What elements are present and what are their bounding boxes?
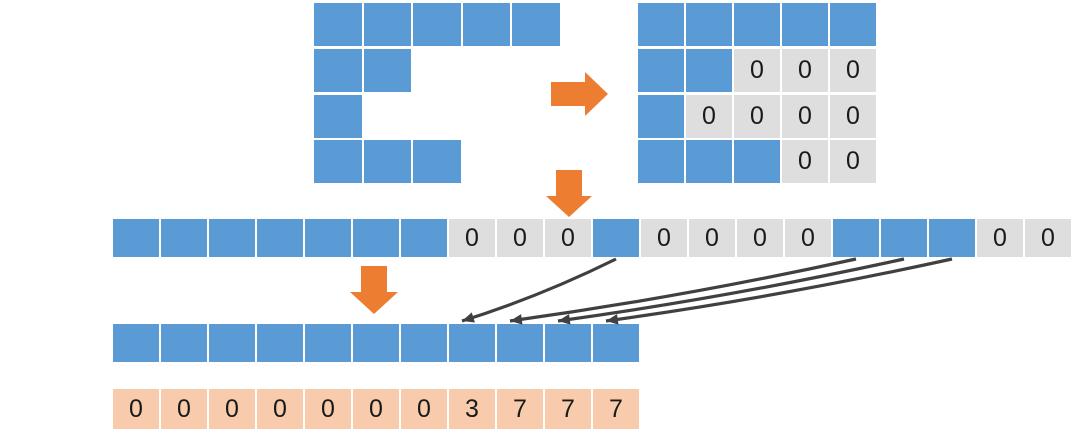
offsets-cell-10: 7 bbox=[592, 388, 640, 430]
compacted-cell-9 bbox=[544, 323, 592, 363]
offsets-cell-1: 0 bbox=[160, 388, 208, 430]
flattened-cell-3 bbox=[256, 218, 304, 258]
padded-cell-r3-c1 bbox=[685, 139, 733, 184]
down-arrow-to-flattened-row-icon bbox=[546, 170, 592, 217]
flattened-cell-8: 0 bbox=[496, 218, 544, 258]
compacted-cell-5 bbox=[352, 323, 400, 363]
flattened-cell-11: 0 bbox=[640, 218, 688, 258]
compacted-cell-3 bbox=[256, 323, 304, 363]
flattened-cell-17 bbox=[928, 218, 976, 258]
flattened-cell-16 bbox=[880, 218, 928, 258]
padded-cell-r1-c3: 0 bbox=[781, 48, 829, 93]
right-arrow-to-padded-grid-icon bbox=[551, 72, 608, 116]
offsets-cell-3: 0 bbox=[256, 388, 304, 430]
offsets-cell-0: 0 bbox=[112, 388, 160, 430]
padded-cell-r0-c1 bbox=[685, 2, 733, 47]
padded-cell-r2-c4: 0 bbox=[829, 94, 877, 139]
flattened-cell-13: 0 bbox=[736, 218, 784, 258]
flattened-cell-4 bbox=[304, 218, 352, 258]
compacted-cell-1 bbox=[160, 323, 208, 363]
flattened-cell-19: 0 bbox=[1024, 218, 1072, 258]
offsets-cell-4: 0 bbox=[304, 388, 352, 430]
connector-from-cell-16-to-compacted-9 bbox=[509, 257, 857, 323]
compacted-cell-2 bbox=[208, 323, 256, 363]
padded-cell-r1-c0 bbox=[637, 48, 685, 93]
padded-cell-r1-c2: 0 bbox=[733, 48, 781, 93]
padded-cell-r3-c2 bbox=[733, 139, 781, 184]
flattened-cell-9: 0 bbox=[544, 218, 592, 258]
offsets-cell-9: 7 bbox=[544, 388, 592, 430]
padded-cell-r0-c2 bbox=[733, 2, 781, 47]
flattened-cell-14: 0 bbox=[784, 218, 832, 258]
ragged-cell-r1-c0 bbox=[313, 48, 363, 93]
flattened-cell-10 bbox=[592, 218, 640, 258]
offsets-cell-5: 0 bbox=[352, 388, 400, 430]
padded-cell-r0-c0 bbox=[637, 2, 685, 47]
ragged-cell-r2-c0 bbox=[313, 94, 363, 139]
offsets-cell-2: 0 bbox=[208, 388, 256, 430]
padded-cell-r3-c4: 0 bbox=[829, 139, 877, 184]
compacted-cell-10 bbox=[592, 323, 640, 363]
padded-cell-r3-c3: 0 bbox=[781, 139, 829, 184]
flattened-cell-6 bbox=[400, 218, 448, 258]
compacted-cell-0 bbox=[112, 323, 160, 363]
padded-cell-r2-c2: 0 bbox=[733, 94, 781, 139]
connector-from-cell-11-to-compacted-8 bbox=[461, 257, 617, 323]
flattened-cell-7: 0 bbox=[448, 218, 496, 258]
flattened-cell-1 bbox=[160, 218, 208, 258]
connector-from-cell-11-to-compacted-8-head-icon bbox=[462, 312, 475, 323]
padded-cell-r0-c4 bbox=[829, 2, 877, 47]
flattened-cell-18: 0 bbox=[976, 218, 1024, 258]
flattened-cell-2 bbox=[208, 218, 256, 258]
ragged-cell-r1-c1 bbox=[362, 48, 412, 93]
offsets-cell-8: 7 bbox=[496, 388, 544, 430]
padded-cell-r1-c4: 0 bbox=[829, 48, 877, 93]
compacted-cell-7 bbox=[448, 323, 496, 363]
padded-cell-r2-c1: 0 bbox=[685, 94, 733, 139]
ragged-cell-r0-c1 bbox=[362, 2, 412, 47]
padded-cell-r1-c1 bbox=[685, 48, 733, 93]
flattened-cell-5 bbox=[352, 218, 400, 258]
ragged-cell-r0-c3 bbox=[461, 2, 511, 47]
ragged-cell-r0-c4 bbox=[511, 2, 561, 47]
compacted-cell-6 bbox=[400, 323, 448, 363]
offsets-cell-7: 3 bbox=[448, 388, 496, 430]
compacted-cell-4 bbox=[304, 323, 352, 363]
flattened-cell-12: 0 bbox=[688, 218, 736, 258]
ragged-cell-r3-c2 bbox=[412, 139, 462, 184]
ragged-cell-r0-c2 bbox=[412, 2, 462, 47]
padded-cell-r2-c0 bbox=[637, 94, 685, 139]
padded-cell-r2-c3: 0 bbox=[781, 94, 829, 139]
ragged-cell-r3-c0 bbox=[313, 139, 363, 184]
connector-from-cell-18-to-compacted-11 bbox=[605, 257, 953, 323]
ragged-cell-r3-c1 bbox=[362, 139, 412, 184]
flattened-cell-0 bbox=[112, 218, 160, 258]
ragged-cell-r0-c0 bbox=[313, 2, 363, 47]
connector-from-cell-17-to-compacted-10 bbox=[557, 257, 905, 323]
offsets-cell-6: 0 bbox=[400, 388, 448, 430]
compacted-cell-8 bbox=[496, 323, 544, 363]
down-arrow-to-compacted-row-icon bbox=[350, 266, 398, 314]
flattened-cell-15 bbox=[832, 218, 880, 258]
padded-cell-r0-c3 bbox=[781, 2, 829, 47]
padded-cell-r3-c0 bbox=[637, 139, 685, 184]
